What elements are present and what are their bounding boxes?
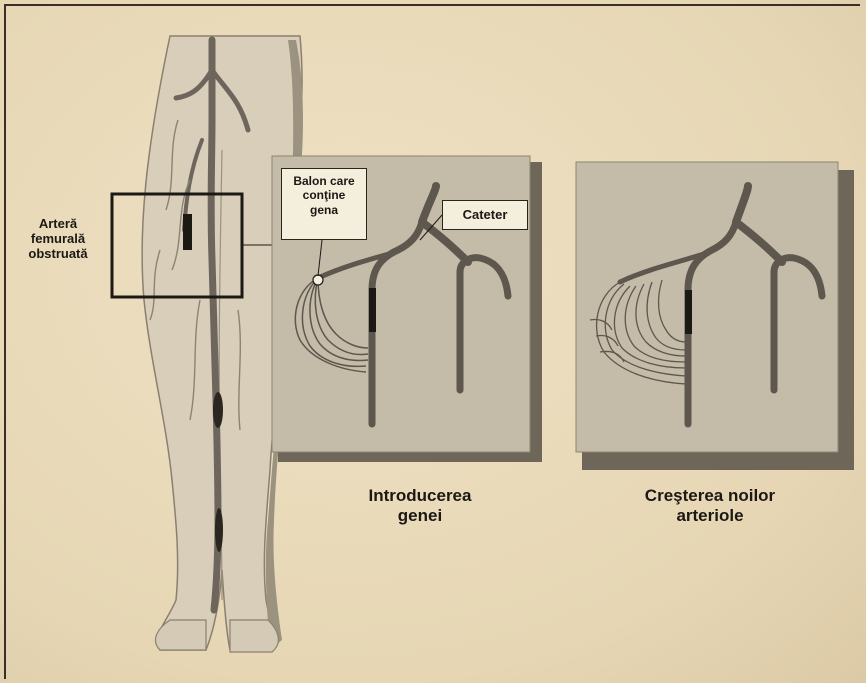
catheter-callout: Cateter (442, 200, 528, 230)
artery-bulge-calf (215, 508, 223, 552)
growth-caption-line-2: arteriole (610, 506, 810, 526)
intro-caption-line-1: Introducerea (330, 486, 510, 506)
gene-introduction-caption: Introducerea genei (330, 486, 510, 525)
growth-caption-line-1: Creşterea noilor (610, 486, 810, 506)
blockage-marker (183, 214, 192, 250)
catheter-label: Cateter (443, 207, 527, 223)
panel-2-gene-marker (685, 290, 692, 334)
balloon-callout-line-1: Balon care (282, 174, 366, 188)
artery-label-line-1: Arteră (6, 217, 110, 232)
balloon-callout-line-2: conţine (282, 188, 366, 202)
artery-bulge-knee (213, 392, 223, 428)
panel-1-balloon-tip (313, 275, 323, 285)
balloon-callout: Balon care conţine gena (281, 168, 367, 240)
balloon-callout-line-3: gena (282, 203, 366, 217)
intro-caption-line-2: genei (330, 506, 510, 526)
panel-2-bg (576, 162, 838, 452)
panel-arteriole-growth (576, 162, 854, 470)
obstructed-artery-label: Arteră femurală obstruată (6, 217, 110, 262)
panel-1-balloon (369, 288, 376, 332)
arteriole-growth-caption: Creşterea noilor arteriole (610, 486, 810, 525)
artery-label-line-3: obstruată (6, 247, 110, 262)
artery-label-line-2: femurală (6, 232, 110, 247)
foot-shape (155, 620, 278, 652)
